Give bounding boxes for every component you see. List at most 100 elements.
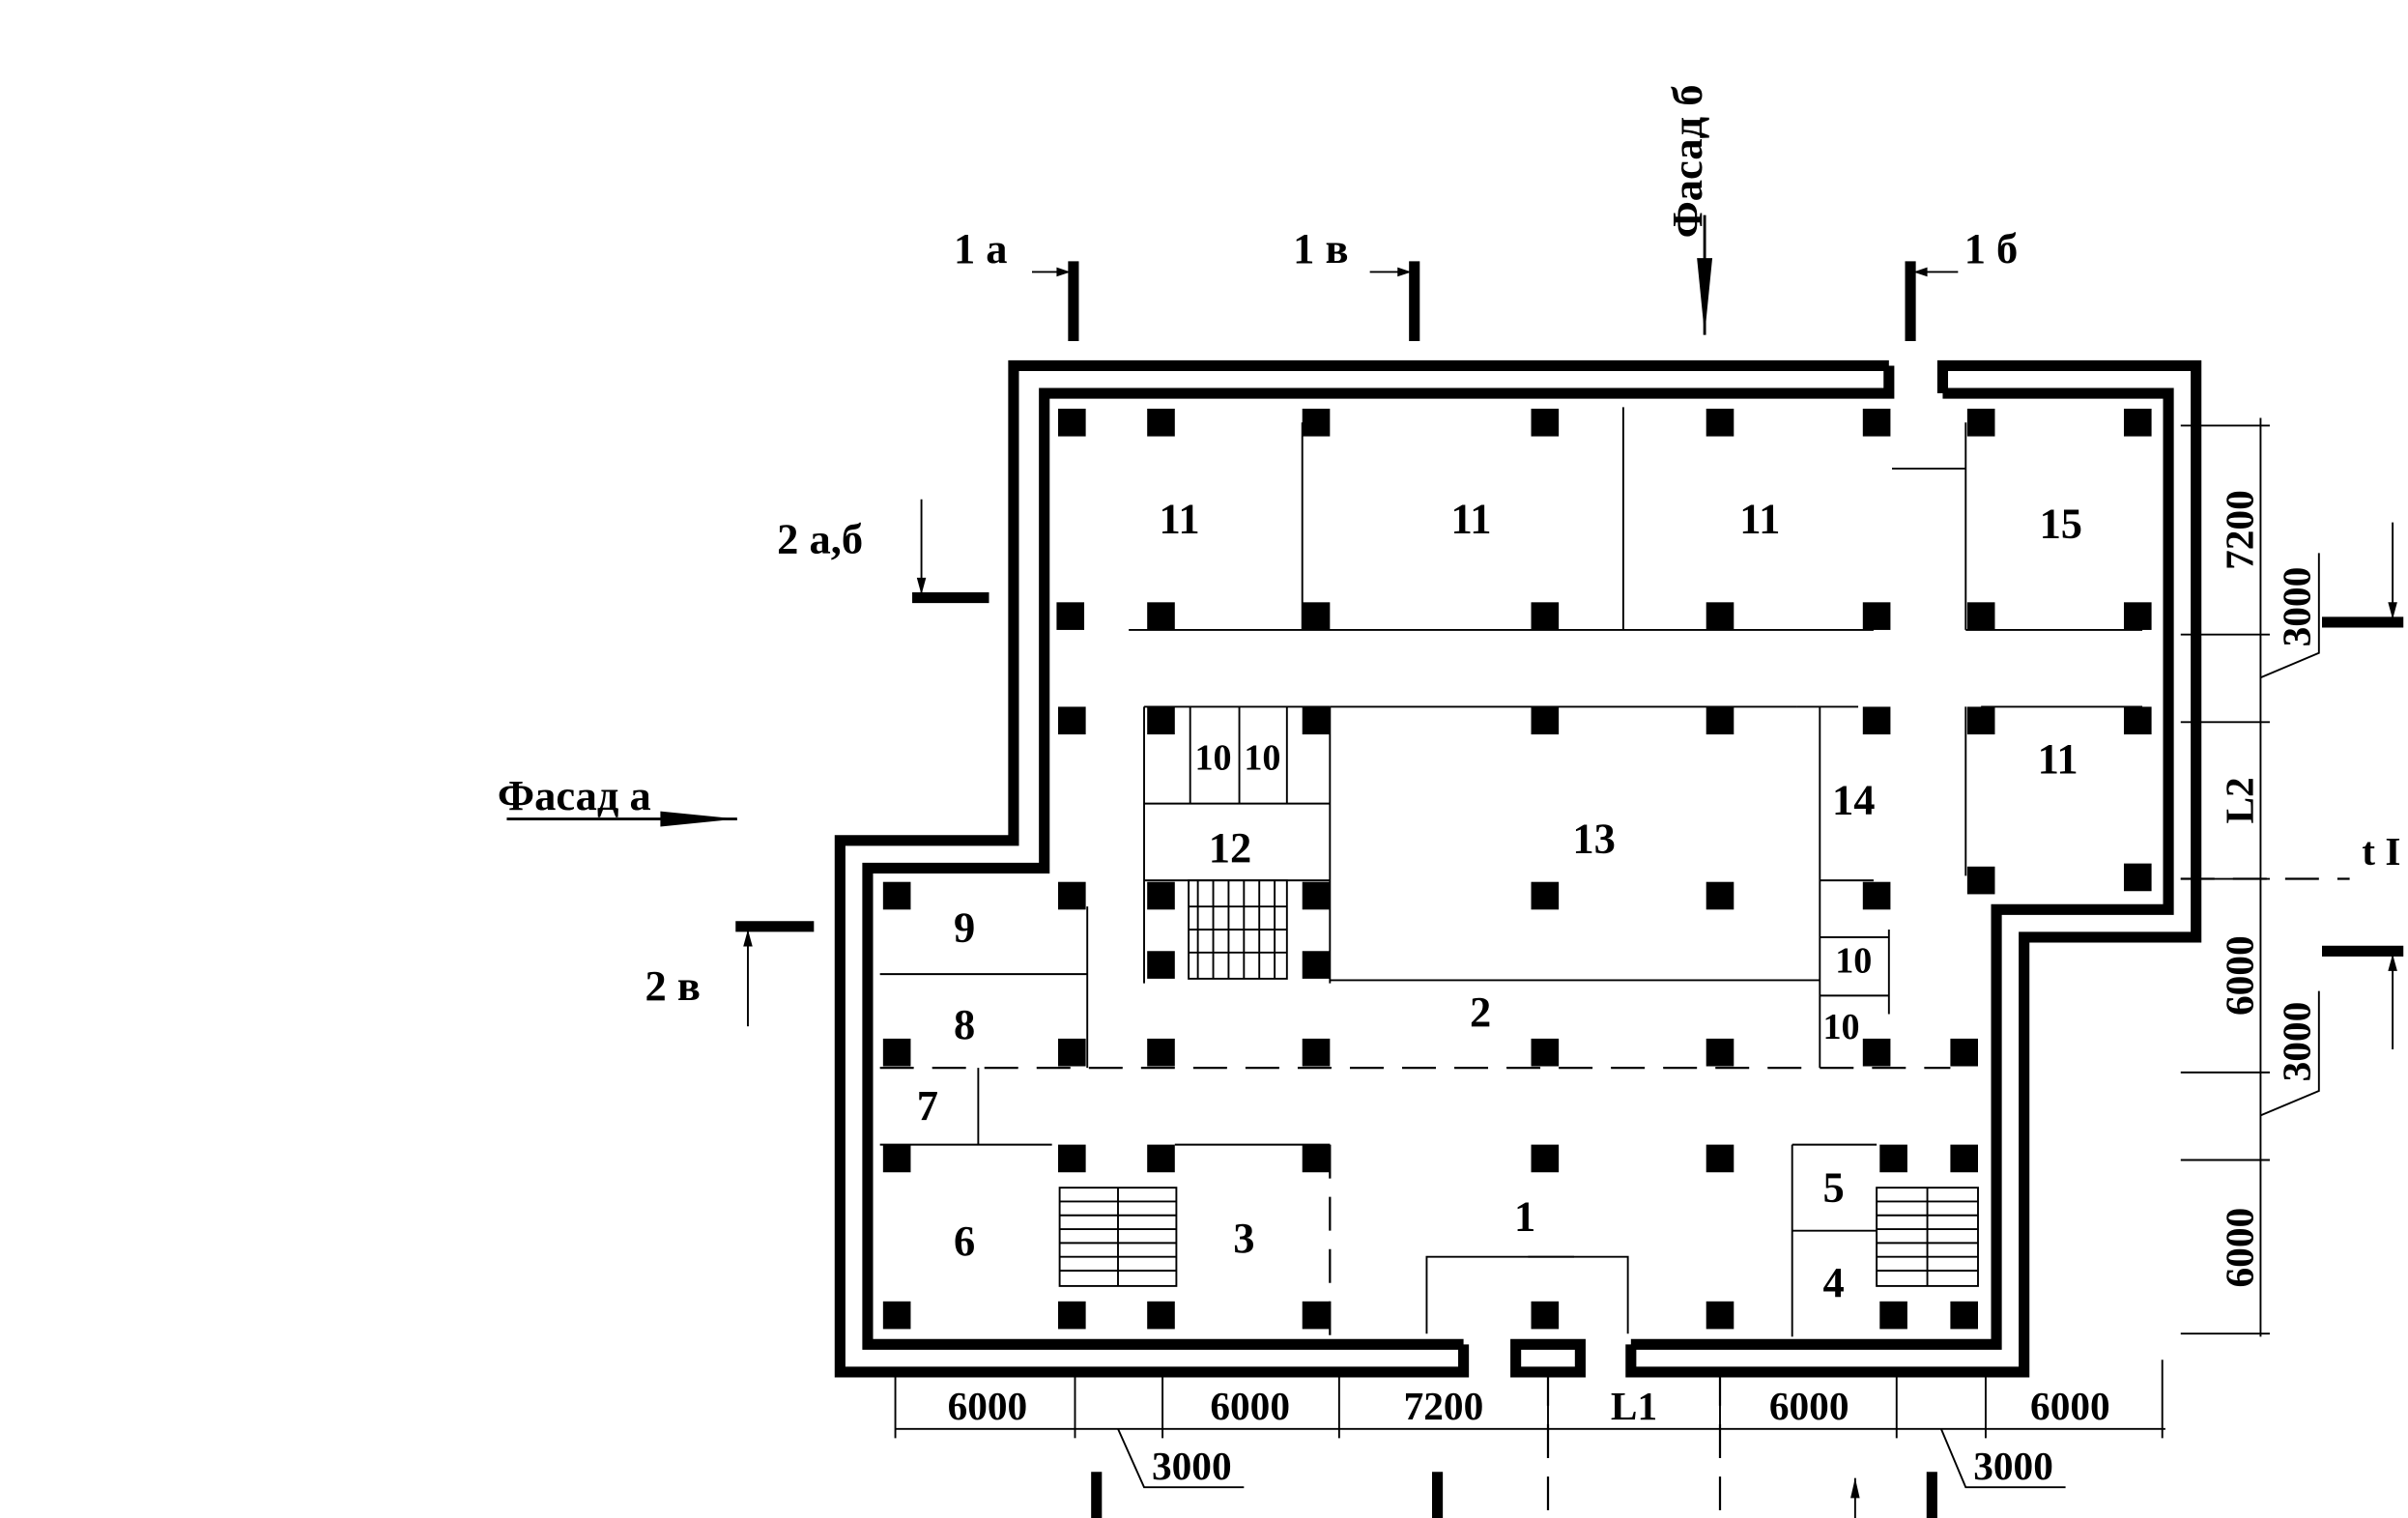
column [1531,1301,1560,1330]
room-label: 12 [1209,823,1251,872]
column [1058,1301,1086,1330]
column [2123,706,2152,735]
column [1058,408,1086,437]
section-label: 1 а [954,224,1008,272]
column [1531,881,1560,910]
section-label: 1 в [1293,224,1348,272]
column [1862,602,1891,630]
room-label: 10 [1194,738,1231,779]
column [1531,1144,1560,1173]
dimension-label: 6000 [1210,1384,1290,1428]
column [1147,951,1175,979]
column [1950,1301,1978,1330]
column [1966,706,1995,735]
dimension-bottom: 6000 6000 7200 L1 6000 6000 3000 3000 [894,1360,2165,1488]
dimension-label: 6000 [2030,1384,2110,1428]
column [1862,408,1891,437]
dimension-label: 6000 [2217,1208,2261,1288]
column [1058,1038,1086,1067]
facade-a-marker: Фасад а [498,771,737,827]
dimension-label: 3000 [2274,567,2318,647]
column [1056,602,1085,630]
column [2123,863,2152,892]
column [1950,1038,1978,1067]
column [882,1144,911,1173]
dimension-label: 6000 [2217,935,2261,1016]
room-label: 8 [954,1000,975,1048]
structural-columns [882,408,2152,1330]
interior-partitions [879,407,2143,1337]
column [1147,1144,1175,1173]
entrance-column [1510,1338,1586,1378]
dimension-right: 7200 L2 6000 6000 3000 3000 [2180,417,2320,1337]
section-label: t I [2362,829,2400,874]
room-label: 1 [1514,1192,1535,1241]
room-label: 10 [1822,1007,1859,1047]
facade-a-label: Фасад а [498,771,651,819]
column [2123,408,2152,437]
room-label: 11 [1160,495,1200,543]
room-label: 5 [1822,1162,1844,1211]
room-label: 3 [1233,1214,1254,1262]
column [1058,1144,1086,1173]
column [1147,602,1175,630]
column [1302,408,1331,437]
column [1966,602,1995,630]
section-markers: 1 а 1 в 1 б 2 а,б 2 в t I [645,224,2404,1518]
column [1058,706,1086,735]
column [1302,881,1331,910]
section-label: 1 б [1964,224,2019,272]
column [1706,1301,1734,1330]
column [1531,1038,1560,1067]
dimension-label: 6000 [948,1384,1028,1428]
column [1302,1301,1331,1330]
room-label: 11 [2038,734,2078,783]
room-label: 9 [954,903,975,952]
room-label: 11 [1739,495,1780,543]
room-label: 7 [917,1081,938,1130]
column [1531,408,1560,437]
facade-b-marker: Фасад б [1663,84,1713,335]
column [1302,1144,1331,1173]
column [1966,408,1995,437]
column [1879,1144,1907,1173]
room-label: 10 [1244,738,1280,779]
column [1147,1038,1175,1067]
outer-wall-inner-line [862,365,2174,1350]
room-label: 14 [1832,776,1875,824]
dimension-label: 3000 [1973,1444,2053,1488]
column [1302,1038,1331,1067]
column [882,1038,911,1067]
column [882,881,911,910]
column [1058,881,1086,910]
room-label: 4 [1822,1258,1844,1306]
room-label: 2 [1470,988,1491,1036]
column [1950,1144,1978,1173]
section-label: 2 а,б [777,514,863,562]
column [1706,1038,1734,1067]
column [882,1301,911,1330]
column [1302,602,1331,630]
facade-b-label: Фасад б [1663,84,1711,238]
outer-wall-outer-line [834,359,2202,1378]
dimension-label: 6000 [1769,1384,1849,1428]
room-label: 13 [1572,814,1615,862]
column [1147,881,1175,910]
column [1147,408,1175,437]
room-label: 11 [1451,495,1492,543]
column [1879,1301,1907,1330]
column [1302,706,1331,735]
column [1706,706,1734,735]
column [1147,1301,1175,1330]
column [1862,706,1891,735]
room-label: 15 [2040,500,2082,548]
dimension-label: 3000 [1152,1444,1232,1488]
room-label: 10 [1835,941,1872,982]
column [1862,881,1891,910]
dimension-label: L2 [2217,777,2261,823]
stair-12 [1188,879,1288,980]
column [1706,881,1734,910]
dimension-label: 3000 [2274,1002,2318,1082]
column [1862,1038,1891,1067]
